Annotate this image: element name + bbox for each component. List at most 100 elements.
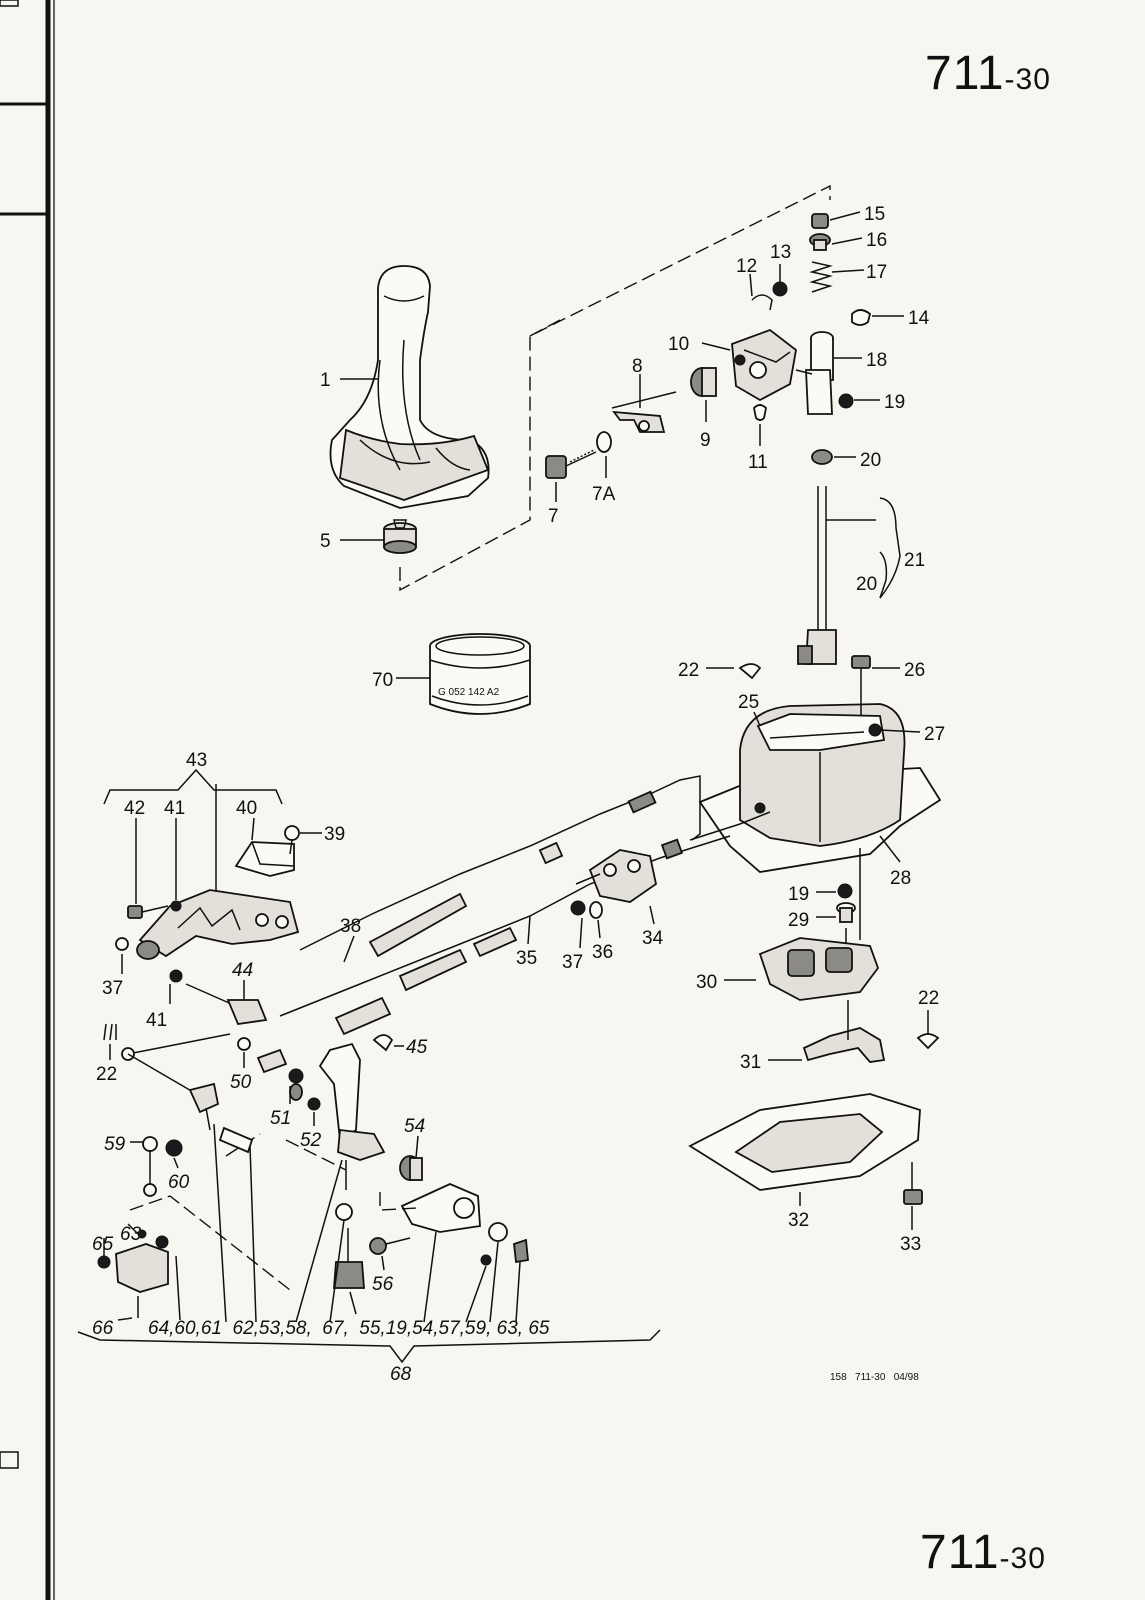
callout-38: 38	[340, 916, 361, 937]
link-59	[142, 1136, 158, 1197]
housing-10	[731, 328, 797, 402]
callout-40: 40	[236, 798, 257, 819]
callout-1: 1	[320, 370, 331, 391]
washer-41-lower	[169, 969, 183, 983]
parts-19-54-57	[480, 1222, 529, 1266]
callout-27: 27	[924, 724, 945, 745]
shift-lever-18	[795, 331, 834, 415]
washer-41-upper	[170, 900, 182, 912]
shift-housing-25	[739, 703, 906, 847]
callout-56: 56	[372, 1274, 394, 1295]
page-code-bottom: 711-30	[920, 1526, 1046, 1579]
grease-tin-70: G 052 142 A2	[429, 633, 531, 715]
nut-27	[868, 723, 882, 737]
callout-51: 51	[270, 1108, 291, 1129]
callout-15: 15	[864, 204, 885, 225]
callout-25: 25	[738, 692, 759, 713]
callout-labels: 1 5 7 7A 8 9 10 11 12 13 14 15 16 17 18 …	[92, 204, 945, 1385]
link-50	[256, 1048, 288, 1074]
nut-19-upper	[838, 393, 854, 409]
leader-lines	[103, 211, 929, 1323]
washer-58	[335, 1203, 353, 1221]
callout-37-left: 37	[102, 978, 123, 999]
callout-36: 36	[592, 942, 613, 963]
lever-bracket-30	[758, 937, 880, 1001]
callout-22-left: 22	[96, 1064, 117, 1085]
callout-8: 8	[632, 356, 643, 377]
selector-shaft-21	[797, 486, 837, 665]
nut-37-mid	[570, 900, 586, 916]
lever-8	[611, 391, 677, 433]
callout-22-upper: 22	[678, 660, 699, 681]
bolt-42	[127, 905, 169, 919]
pivot-54	[399, 1155, 423, 1181]
brace-21	[879, 497, 901, 599]
callout-7: 7	[548, 506, 559, 527]
callout-60: 60	[168, 1172, 190, 1193]
bushing-16	[809, 233, 831, 251]
callout-37-mid: 37	[562, 952, 583, 973]
callout-41-upper: 41	[164, 798, 185, 819]
bolt-33	[903, 1162, 923, 1205]
callout-33: 33	[900, 1234, 921, 1255]
nut-37-left	[115, 937, 129, 951]
callout-43: 43	[186, 750, 207, 771]
callout-21: 21	[904, 550, 925, 571]
callout-35: 35	[516, 948, 537, 969]
callout-54: 54	[404, 1116, 425, 1137]
washer-7a	[596, 431, 612, 453]
callout-11: 11	[748, 452, 768, 473]
block-64	[97, 1229, 169, 1293]
callout-59: 59	[104, 1134, 126, 1155]
callout-65: 65	[92, 1234, 114, 1255]
callout-63: 63	[120, 1224, 142, 1245]
callout-42: 42	[124, 798, 145, 819]
pivot-61	[188, 1082, 254, 1154]
nut-19-lower	[837, 883, 853, 899]
bushing-9	[690, 367, 717, 397]
callout-34: 34	[642, 928, 664, 949]
brace-20	[879, 551, 888, 599]
callout-17: 17	[866, 262, 887, 283]
callout-32: 32	[788, 1210, 809, 1231]
washer-36	[589, 901, 603, 919]
cable-38	[299, 775, 701, 958]
tin-marking: G 052 142 A2	[438, 687, 500, 698]
clip-22-left	[103, 1023, 117, 1041]
callout-19-lower: 19	[788, 884, 809, 905]
callout-7a: 7A	[592, 484, 616, 505]
kit-parts-list: 64,60,61 62,53,58, 67, 55,19,54,57,59, 6…	[148, 1318, 550, 1339]
clip-11	[753, 404, 767, 421]
clip-22-right	[916, 1033, 940, 1050]
clip-45	[372, 1034, 394, 1052]
kit-brace-68	[77, 1329, 661, 1364]
callout-20-upper: 20	[860, 450, 881, 471]
callout-16: 16	[866, 230, 887, 251]
callout-26: 26	[904, 660, 925, 681]
nut-52	[307, 1097, 321, 1111]
washer-20	[811, 449, 833, 465]
callout-41-lower: 41	[146, 1010, 167, 1031]
gear-knob-boot	[329, 265, 490, 509]
bolt-56	[369, 1237, 411, 1255]
clamp-40	[234, 841, 295, 877]
callout-13: 13	[770, 242, 791, 263]
page-code-top: 711-30	[925, 47, 1051, 100]
callout-19-upper: 19	[884, 392, 905, 413]
callout-44: 44	[232, 960, 253, 981]
callout-5: 5	[320, 531, 331, 552]
rod-44	[185, 983, 268, 1025]
cover-plate-32	[688, 1093, 921, 1191]
callout-70: 70	[372, 670, 393, 691]
callout-66: 66	[92, 1318, 114, 1339]
bolt-7	[545, 449, 597, 479]
bolt-39	[284, 825, 300, 855]
nut-67	[333, 1228, 365, 1289]
callout-68: 68	[390, 1364, 412, 1385]
bracket-43-assembly	[136, 889, 300, 960]
clip-22-upper	[738, 663, 762, 680]
spring-17	[809, 261, 833, 293]
cap-15	[811, 213, 829, 229]
callout-14: 14	[908, 308, 930, 329]
callout-39: 39	[324, 824, 345, 845]
